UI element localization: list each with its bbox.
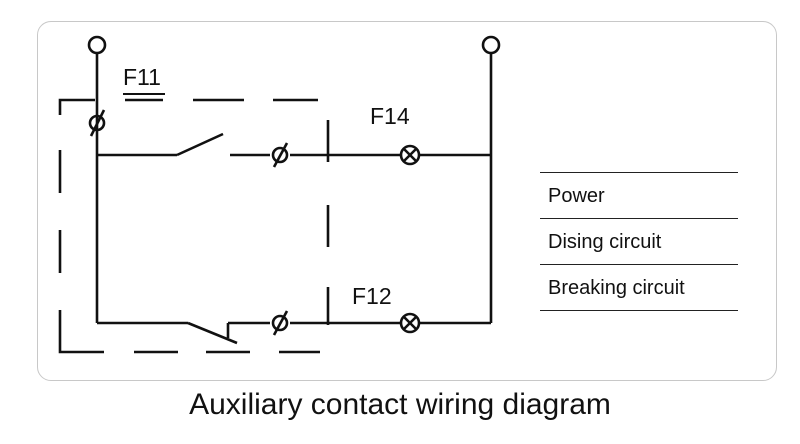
legend-power-label: Power bbox=[548, 185, 605, 207]
dash-corner-bl bbox=[58, 310, 104, 354]
top-switch bbox=[176, 132, 224, 157]
label-f11: F11 bbox=[123, 64, 161, 90]
fuse-f11-slash bbox=[89, 109, 106, 137]
label-f12: F12 bbox=[352, 283, 392, 309]
terminal-left bbox=[87, 35, 107, 55]
lamp-f14-x2 bbox=[403, 148, 417, 162]
legend-row-breaking: Breaking circuit bbox=[540, 265, 738, 311]
label-f14: F14 bbox=[370, 103, 410, 129]
legend-top-rule bbox=[540, 172, 738, 173]
label-f11-underline bbox=[123, 93, 165, 95]
bottom-contact bbox=[271, 314, 289, 332]
bottom-contact-slash bbox=[272, 310, 289, 336]
dashed-linkage bbox=[58, 98, 330, 354]
top-contact-slash bbox=[272, 142, 289, 168]
bottom-switch bbox=[187, 321, 238, 345]
dash-corner-tl bbox=[58, 98, 95, 115]
legend-row-dising: Dising circuit bbox=[540, 219, 738, 265]
terminal-right bbox=[481, 35, 501, 55]
lamp-f12-x2 bbox=[403, 316, 417, 330]
fuse-f11 bbox=[88, 114, 106, 132]
diagram-caption: Auxiliary contact wiring diagram bbox=[189, 388, 611, 421]
legend-dising-label: Dising circuit bbox=[548, 231, 662, 253]
top-contact bbox=[271, 146, 289, 164]
legend-breaking-label: Breaking circuit bbox=[548, 277, 685, 299]
legend-row-power: Power bbox=[540, 173, 738, 219]
